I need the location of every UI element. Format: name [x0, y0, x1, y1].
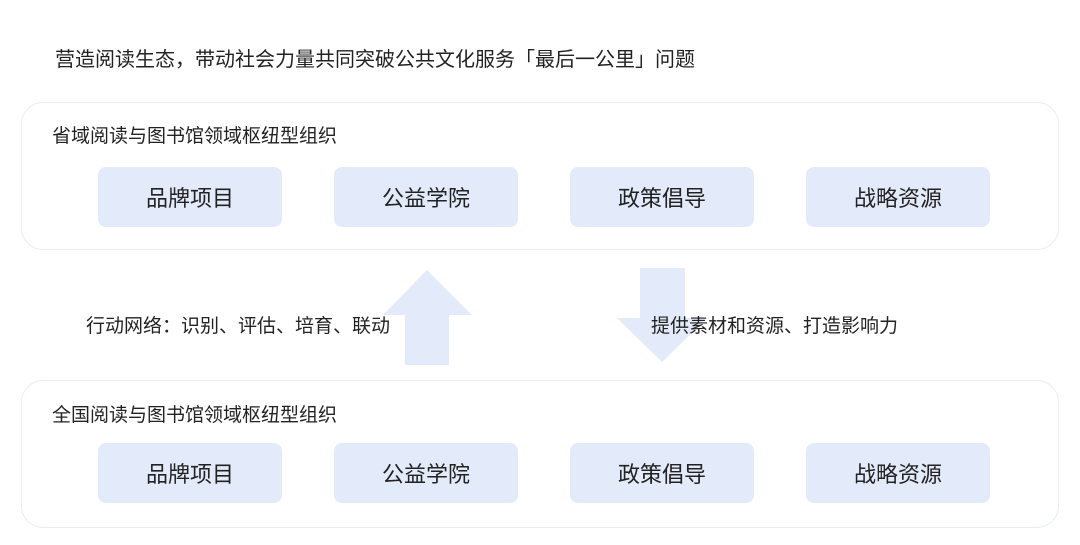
provincial-chip-policy: 政策倡导 — [570, 167, 754, 227]
national-chip-brand: 品牌项目 — [98, 443, 282, 503]
provincial-chip-resources: 战略资源 — [806, 167, 990, 227]
national-chip-policy: 政策倡导 — [570, 443, 754, 503]
up-arrow-icon — [383, 270, 472, 365]
action-network-label: 行动网络：识别、评估、培育、联动 — [86, 315, 391, 337]
provincial-panel-title: 省域阅读与图书馆领域枢纽型组织 — [52, 125, 338, 147]
resources-label: 提供素材和资源、打造影响力 — [651, 315, 899, 337]
down-arrow-icon — [617, 268, 707, 362]
national-panel-title: 全国阅读与图书馆领域枢纽型组织 — [52, 404, 338, 426]
national-chip-resources: 战略资源 — [806, 443, 990, 503]
national-chip-academy: 公益学院 — [334, 443, 518, 503]
provincial-chip-academy: 公益学院 — [334, 167, 518, 227]
provincial-chip-brand: 品牌项目 — [98, 167, 282, 227]
provincial-panel — [21, 102, 1059, 250]
national-panel — [21, 380, 1059, 528]
page-title: 营造阅读生态，带动社会力量共同突破公共文化服务「最后一公里」问题 — [55, 47, 695, 71]
